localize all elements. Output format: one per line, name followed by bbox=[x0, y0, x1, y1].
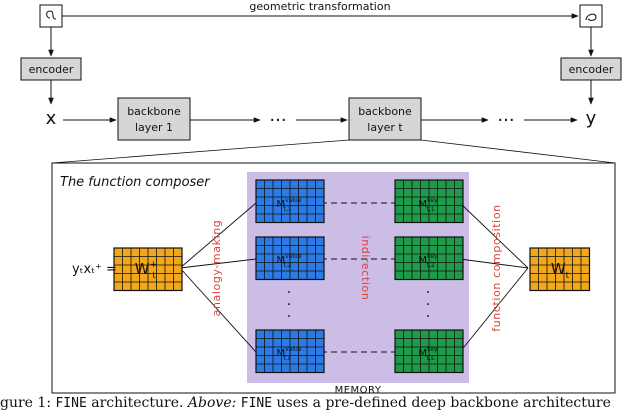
w-input-grid bbox=[113, 247, 183, 292]
input-expression: yₜxₜ⁺ = bbox=[72, 262, 117, 277]
analogy-making-label: analogy-making bbox=[210, 220, 223, 317]
fine-architecture-diagram: geometric transformation encoder x encod… bbox=[20, 0, 622, 395]
caption-above: Above: bbox=[187, 395, 237, 411]
key-memory-grid-1 bbox=[394, 179, 464, 224]
backbone-layer-1-line1: backbone bbox=[127, 105, 181, 118]
right-encoder-box: encoder bbox=[560, 57, 622, 81]
value-column-dots: · · · bbox=[287, 285, 291, 325]
w-input-label: W+t bbox=[135, 260, 157, 281]
composer-title: The function composer bbox=[60, 175, 211, 190]
key-column-dots: · · · bbox=[426, 285, 430, 325]
transform-label: geometric transformation bbox=[249, 0, 390, 13]
figure-caption: gure 1: FINE architecture. Above: FINE u… bbox=[0, 395, 640, 415]
ellipsis-left: ··· bbox=[269, 110, 286, 131]
left-encoder-box: encoder bbox=[20, 57, 82, 81]
key-memory-grid-2 bbox=[394, 236, 464, 281]
left-encoder-label: encoder bbox=[29, 63, 74, 76]
svg-text:·: · bbox=[426, 285, 430, 301]
backbone-layer-t-line1: backbone bbox=[358, 105, 412, 118]
zoom-line-right bbox=[420, 139, 616, 164]
svg-text:·: · bbox=[287, 297, 291, 313]
backbone-layer-1-line2: layer 1 bbox=[135, 121, 173, 134]
right-encoder-label: encoder bbox=[569, 63, 614, 76]
caption-part-1: architecture. bbox=[86, 395, 188, 411]
input-image-icon bbox=[39, 4, 63, 28]
svg-text:·: · bbox=[287, 309, 291, 325]
ellipsis-right: ··· bbox=[497, 110, 514, 131]
key-memory-grid-s bbox=[394, 329, 464, 374]
value-memory-grid-2 bbox=[255, 236, 325, 281]
function-composition-label: function composition bbox=[490, 204, 503, 332]
w-output-grid bbox=[529, 247, 591, 292]
connection-lines bbox=[179, 202, 529, 353]
svg-text:·: · bbox=[426, 297, 430, 313]
caption-name-2: FINE bbox=[240, 396, 273, 411]
caption-prefix: gure 1: bbox=[0, 395, 56, 411]
indirection-dashed-lines bbox=[321, 202, 395, 353]
memory-label: MEMORY bbox=[335, 385, 382, 395]
backbone-layer-t-line2: layer t bbox=[367, 121, 403, 134]
value-memory-grid-s bbox=[255, 329, 325, 374]
x-symbol: x bbox=[46, 108, 57, 129]
caption-name-1: FINE bbox=[55, 396, 87, 411]
backbone-layer-t-box: backbone layer t bbox=[348, 97, 422, 141]
svg-text:·: · bbox=[287, 285, 291, 301]
backbone-layer-1-box: backbone layer 1 bbox=[117, 97, 191, 141]
value-memory-grid-1 bbox=[255, 179, 325, 224]
svg-text:·: · bbox=[426, 309, 430, 325]
y-symbol: y bbox=[586, 108, 597, 129]
w-output-label: Wt bbox=[551, 260, 570, 281]
matrix-body bbox=[529, 247, 591, 292]
output-image-icon bbox=[579, 4, 603, 28]
indirection-label: indirection bbox=[359, 236, 372, 301]
zoom-line-left bbox=[51, 139, 350, 164]
caption-part-2: uses a pre-defined deep backbone archite… bbox=[272, 395, 611, 411]
